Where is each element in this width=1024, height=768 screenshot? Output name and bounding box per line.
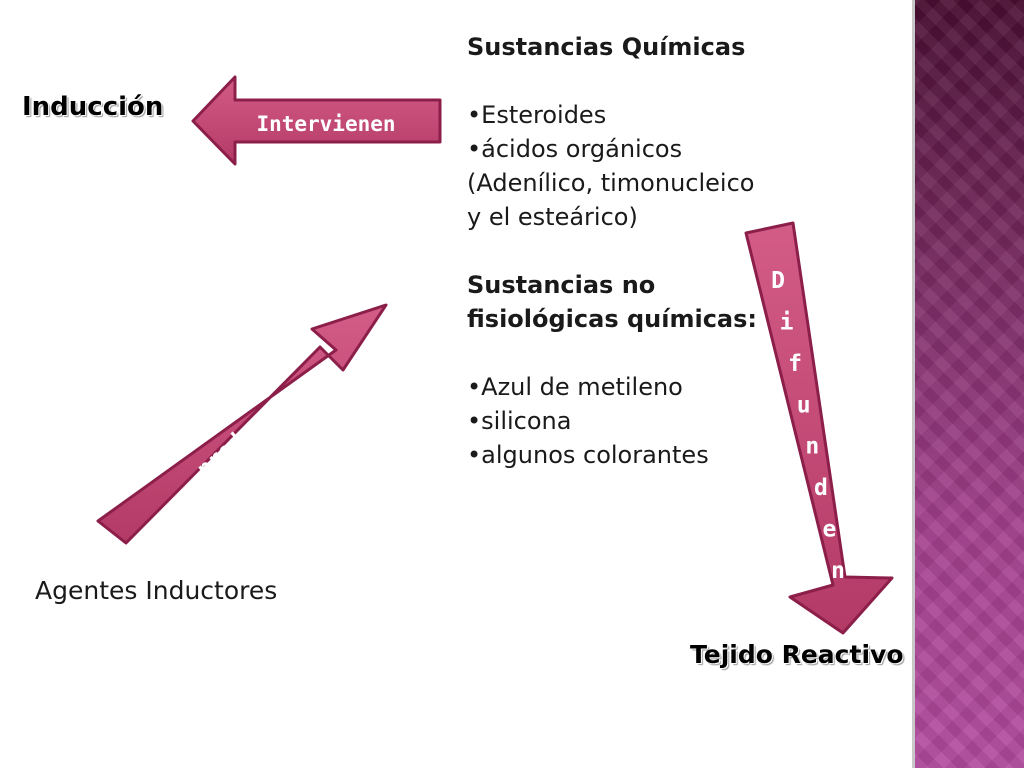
- side-decoration-band: [912, 0, 1024, 768]
- node-induccion: Inducción: [22, 92, 164, 122]
- node-agentes-inductores: Agentes Inductores: [35, 576, 278, 605]
- substance-item: algunos colorantes: [467, 438, 767, 472]
- substance-item: ácidos orgánicos (Adenílico, timonucleic…: [467, 132, 767, 234]
- arrow-producen-label: producen: [193, 394, 289, 482]
- substances-list-1: Esteroidesácidos orgánicos (Adenílico, t…: [467, 98, 767, 234]
- difunden-letter: e: [822, 517, 836, 543]
- arrow-intervienen-label: Intervienen: [256, 112, 395, 136]
- difunden-letter: d: [814, 475, 828, 501]
- substances-list-2: Azul de metilenosiliconaalgunos colorant…: [467, 370, 767, 472]
- substances-heading-1: Sustancias Químicas: [467, 33, 746, 61]
- substances-heading-2: Sustancias no fisiológicas químicas:: [467, 271, 758, 333]
- difunden-letter: f: [788, 351, 802, 377]
- difunden-letter: n: [805, 434, 819, 460]
- substance-item: Esteroides: [467, 98, 767, 132]
- arrow-producen: producen: [96, 303, 388, 545]
- difunden-letter: u: [797, 392, 811, 418]
- arrow-intervienen: Intervienen: [191, 75, 442, 166]
- difunden-letter: D: [771, 268, 785, 294]
- substance-item: Azul de metileno: [467, 370, 767, 404]
- node-tejido-reactivo: Tejido Reactivo: [690, 640, 904, 669]
- substances-block: Sustancias Químicas Esteroidesácidos org…: [467, 30, 767, 472]
- difunden-letter: i: [780, 309, 794, 335]
- substance-item: silicona: [467, 404, 767, 438]
- difunden-letter: n: [831, 558, 845, 584]
